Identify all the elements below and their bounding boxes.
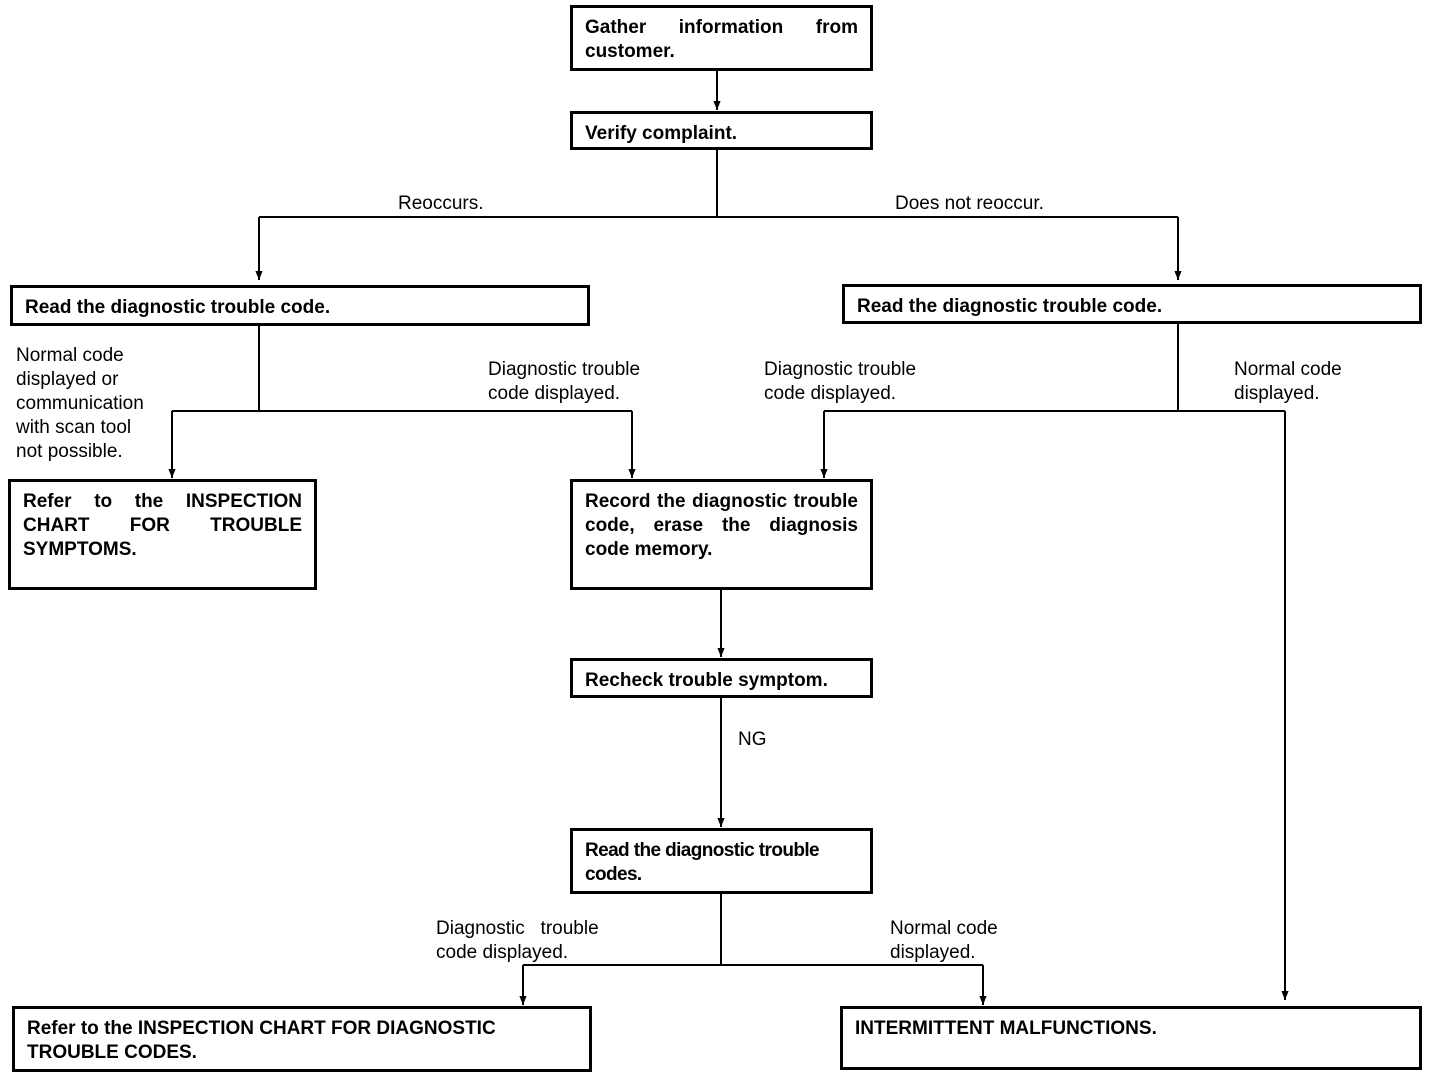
label-does-not-reoccur: Does not reoccur. bbox=[895, 193, 1044, 214]
label-dtc-displayed-right: Diagnostic trouble code displayed. bbox=[764, 359, 917, 404]
label-normal-displayed-bottom: Normal code displayed. bbox=[890, 918, 998, 963]
node-intermittent-malfunctions: INTERMITTENT MALFUNCTIONS. bbox=[840, 1006, 1422, 1070]
label-normal-displayed-right: Normal code displayed. bbox=[1234, 359, 1342, 404]
node-read-dtc-right: Read the diagnostic trouble code. bbox=[842, 284, 1422, 324]
label-ng: NG bbox=[738, 729, 767, 750]
node-refer-trouble-symptoms: Refer to the INSPECTION CHART FOR TROUBL… bbox=[8, 479, 317, 590]
node-read-dtc-codes: Read the diagnostic trouble codes. bbox=[570, 828, 873, 894]
node-read-dtc-left: Read the diagnostic trouble code. bbox=[10, 285, 590, 326]
node-gather-information: Gather information from customer. bbox=[570, 5, 873, 71]
label-dtc-displayed-bottom: Diagnostic trouble code displayed. bbox=[436, 918, 599, 963]
label-reoccurs: Reoccurs. bbox=[398, 193, 484, 214]
label-normal-or-no-communication: Normal code displayed or communication w… bbox=[16, 345, 144, 462]
label-dtc-displayed-left: Diagnostic trouble code displayed. bbox=[488, 359, 641, 404]
node-refer-diagnostic-codes: Refer to the INSPECTION CHART FOR DIAGNO… bbox=[12, 1006, 592, 1072]
node-record-and-erase: Record the diagnostic trouble code, eras… bbox=[570, 479, 873, 590]
node-recheck-trouble-symptom: Recheck trouble symptom. bbox=[570, 658, 873, 698]
node-verify-complaint: Verify complaint. bbox=[570, 111, 873, 150]
